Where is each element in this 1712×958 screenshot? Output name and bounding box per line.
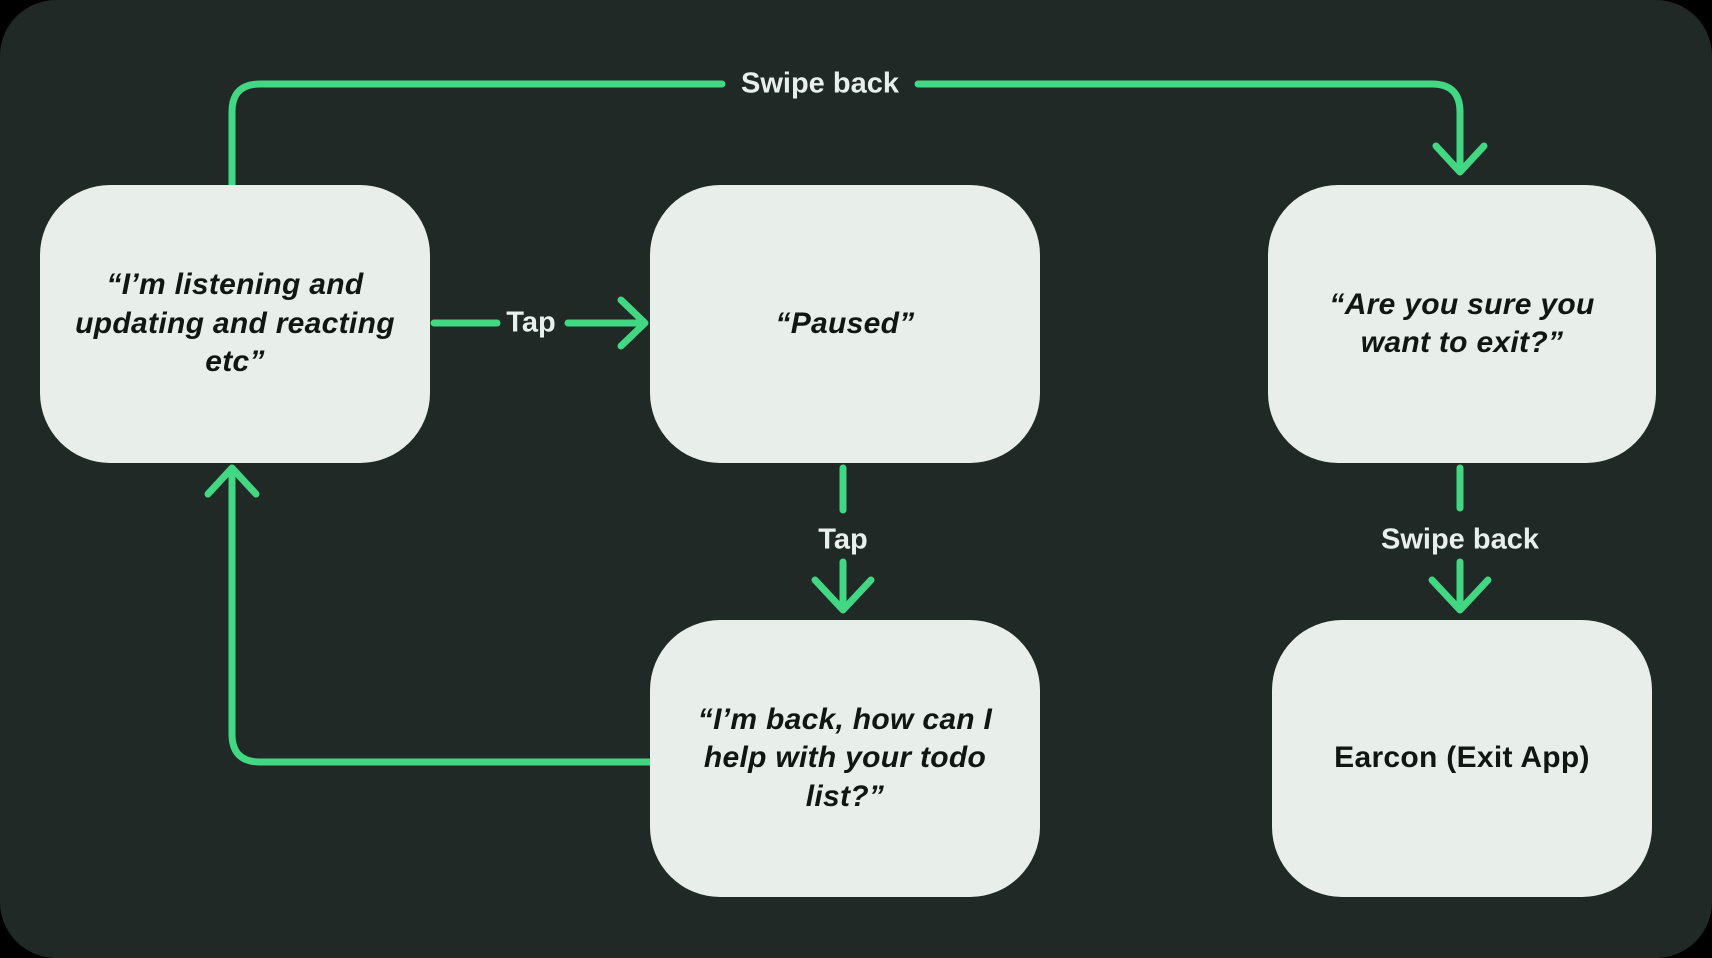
arrowhead-down-into-exit-confirm <box>1432 142 1488 176</box>
edge-label-swipe-back-top: Swipe back <box>741 67 899 100</box>
node-exit-confirm-text: “Are you sure you want to exit?” <box>1329 287 1595 359</box>
node-back: “I’m back, how can I help with your todo… <box>650 620 1040 897</box>
node-listening-text: “I’m listening and updating and reacting… <box>75 268 395 379</box>
edge-swipe-back-top-segment-left <box>228 80 726 189</box>
edge-label-swipe-back-vertical: Swipe back <box>1381 523 1539 556</box>
node-exit-confirm: “Are you sure you want to exit?” <box>1268 185 1656 463</box>
arrowhead-right-into-paused <box>617 296 649 350</box>
arrowhead-up-into-listening <box>204 464 260 498</box>
edge-label-tap-horizontal: Tap <box>506 306 556 339</box>
node-earcon-text: Earcon (Exit App) <box>1334 741 1590 775</box>
edge-label-tap-vertical: Tap <box>818 523 868 556</box>
node-paused: “Paused” <box>650 185 1040 463</box>
node-earcon: Earcon (Exit App) <box>1272 620 1652 897</box>
node-paused-text: “Paused” <box>775 306 915 340</box>
node-listening: “I’m listening and updating and reacting… <box>40 185 430 463</box>
edge-loop-back-line <box>228 468 654 766</box>
node-back-text: “I’m back, how can I help with your todo… <box>697 702 993 813</box>
arrowhead-down-into-back <box>811 576 875 614</box>
arrowhead-down-into-earcon <box>1428 576 1492 614</box>
edge-swipe-back-top-segment-right <box>914 80 1464 174</box>
